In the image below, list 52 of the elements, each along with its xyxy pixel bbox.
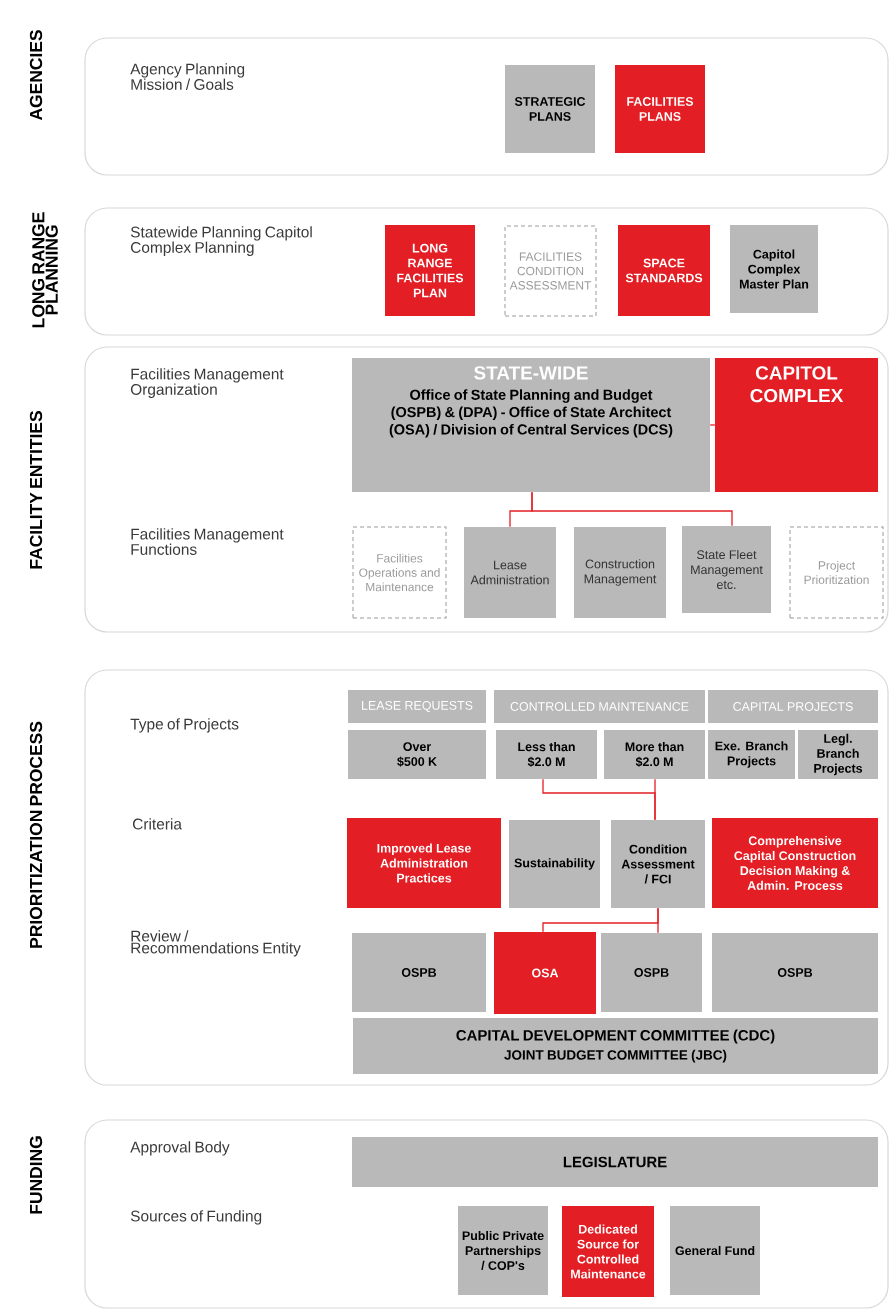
row-label: Sources of Funding — [130, 1210, 262, 1225]
section-heading: PRIORITIZATION PROCESS — [29, 721, 43, 948]
process-box: Condition Assessment / FCI — [611, 820, 705, 908]
process-box: Over $500 K — [348, 730, 486, 779]
process-box: General Fund — [670, 1206, 760, 1295]
process-box: SPACE STANDARDS — [618, 225, 710, 316]
connector-line — [657, 907, 659, 934]
process-box: Construction Management — [574, 527, 666, 618]
process-box: LONG RANGE FACILITIES PLAN — [385, 225, 475, 316]
row-label: Statewide Planning Capitol Complex Planning — [130, 226, 312, 256]
category-header: LEASE REQUESTS — [348, 690, 486, 723]
row-label: Type of Projects — [130, 718, 239, 733]
section-heading: FUNDING — [29, 1136, 43, 1214]
process-box: FACILITIES PLANS — [615, 65, 705, 153]
process-box: LEGISLATURE — [352, 1137, 878, 1187]
process-box: Exe. Branch Projects — [708, 730, 795, 779]
row-label: Agency Planning Mission / Goals — [130, 63, 245, 90]
process-box: OSPB — [712, 933, 878, 1012]
process-box: Public Private Partnerships / COP's — [458, 1206, 548, 1295]
process-box: More than $2.0 M — [604, 730, 705, 779]
process-box: State Fleet Management etc. — [682, 526, 771, 613]
process-box: OSPB — [352, 933, 486, 1012]
process-box: Less than $2.0 M — [496, 730, 597, 779]
row-label: Criteria — [133, 818, 182, 830]
row-label: Approval Body — [130, 1141, 230, 1156]
process-box: Lease Administration — [464, 527, 556, 618]
row-label: Facilities Management Functions — [131, 528, 284, 555]
connector-line — [709, 424, 716, 426]
connector-line — [531, 491, 733, 527]
dashed-box: FACILITIES CONDITION ASSESSMENT — [504, 225, 597, 317]
connector-line — [654, 778, 656, 821]
row-label: Review / Recommendations Entity — [131, 930, 301, 957]
process-box: Legl. Branch Projects — [798, 730, 878, 779]
process-box: Capitol Complex Master Plan — [730, 225, 818, 313]
category-header: CONTROLLED MAINTENANCE — [494, 690, 705, 723]
process-box: Comprehensive Capital Construction Decision Making & Admin. Process — [712, 818, 878, 908]
process-box: Dedicated Source for Controlled Maintenance — [562, 1206, 654, 1297]
process-box: STATE-WIDE Office of State Planning and Budget (OSPB) & (DPA) - Office of State Architect (OSA) / Division of Central Services (DCS) — [352, 358, 710, 492]
section-heading: LONG RANGE PLANNING — [32, 212, 58, 328]
section-heading: AGENCIES — [29, 30, 43, 121]
process-box: CAPITAL DEVELOPMENT COMMITTEE (CDC) JOINT BUDGET COMMITTEE (JBC) — [353, 1018, 878, 1074]
category-header: CAPITAL PROJECTS — [708, 690, 878, 723]
process-box: OSPB — [601, 933, 702, 1012]
process-box: OSA — [494, 932, 596, 1014]
section-heading: FACILITY ENTITIES — [29, 411, 43, 569]
process-box: Improved Lease Administration Practices — [347, 818, 501, 908]
process-box: Sustainability — [509, 820, 600, 908]
row-label: Facilities Management Organization — [130, 368, 284, 398]
dashed-box: Project Prioritization — [789, 526, 884, 619]
dashed-box: Facilities Operations and Maintenance — [352, 526, 447, 619]
process-box: STRATEGIC PLANS — [505, 65, 595, 153]
process-box: CAPITOL COMPLEX — [715, 358, 878, 492]
